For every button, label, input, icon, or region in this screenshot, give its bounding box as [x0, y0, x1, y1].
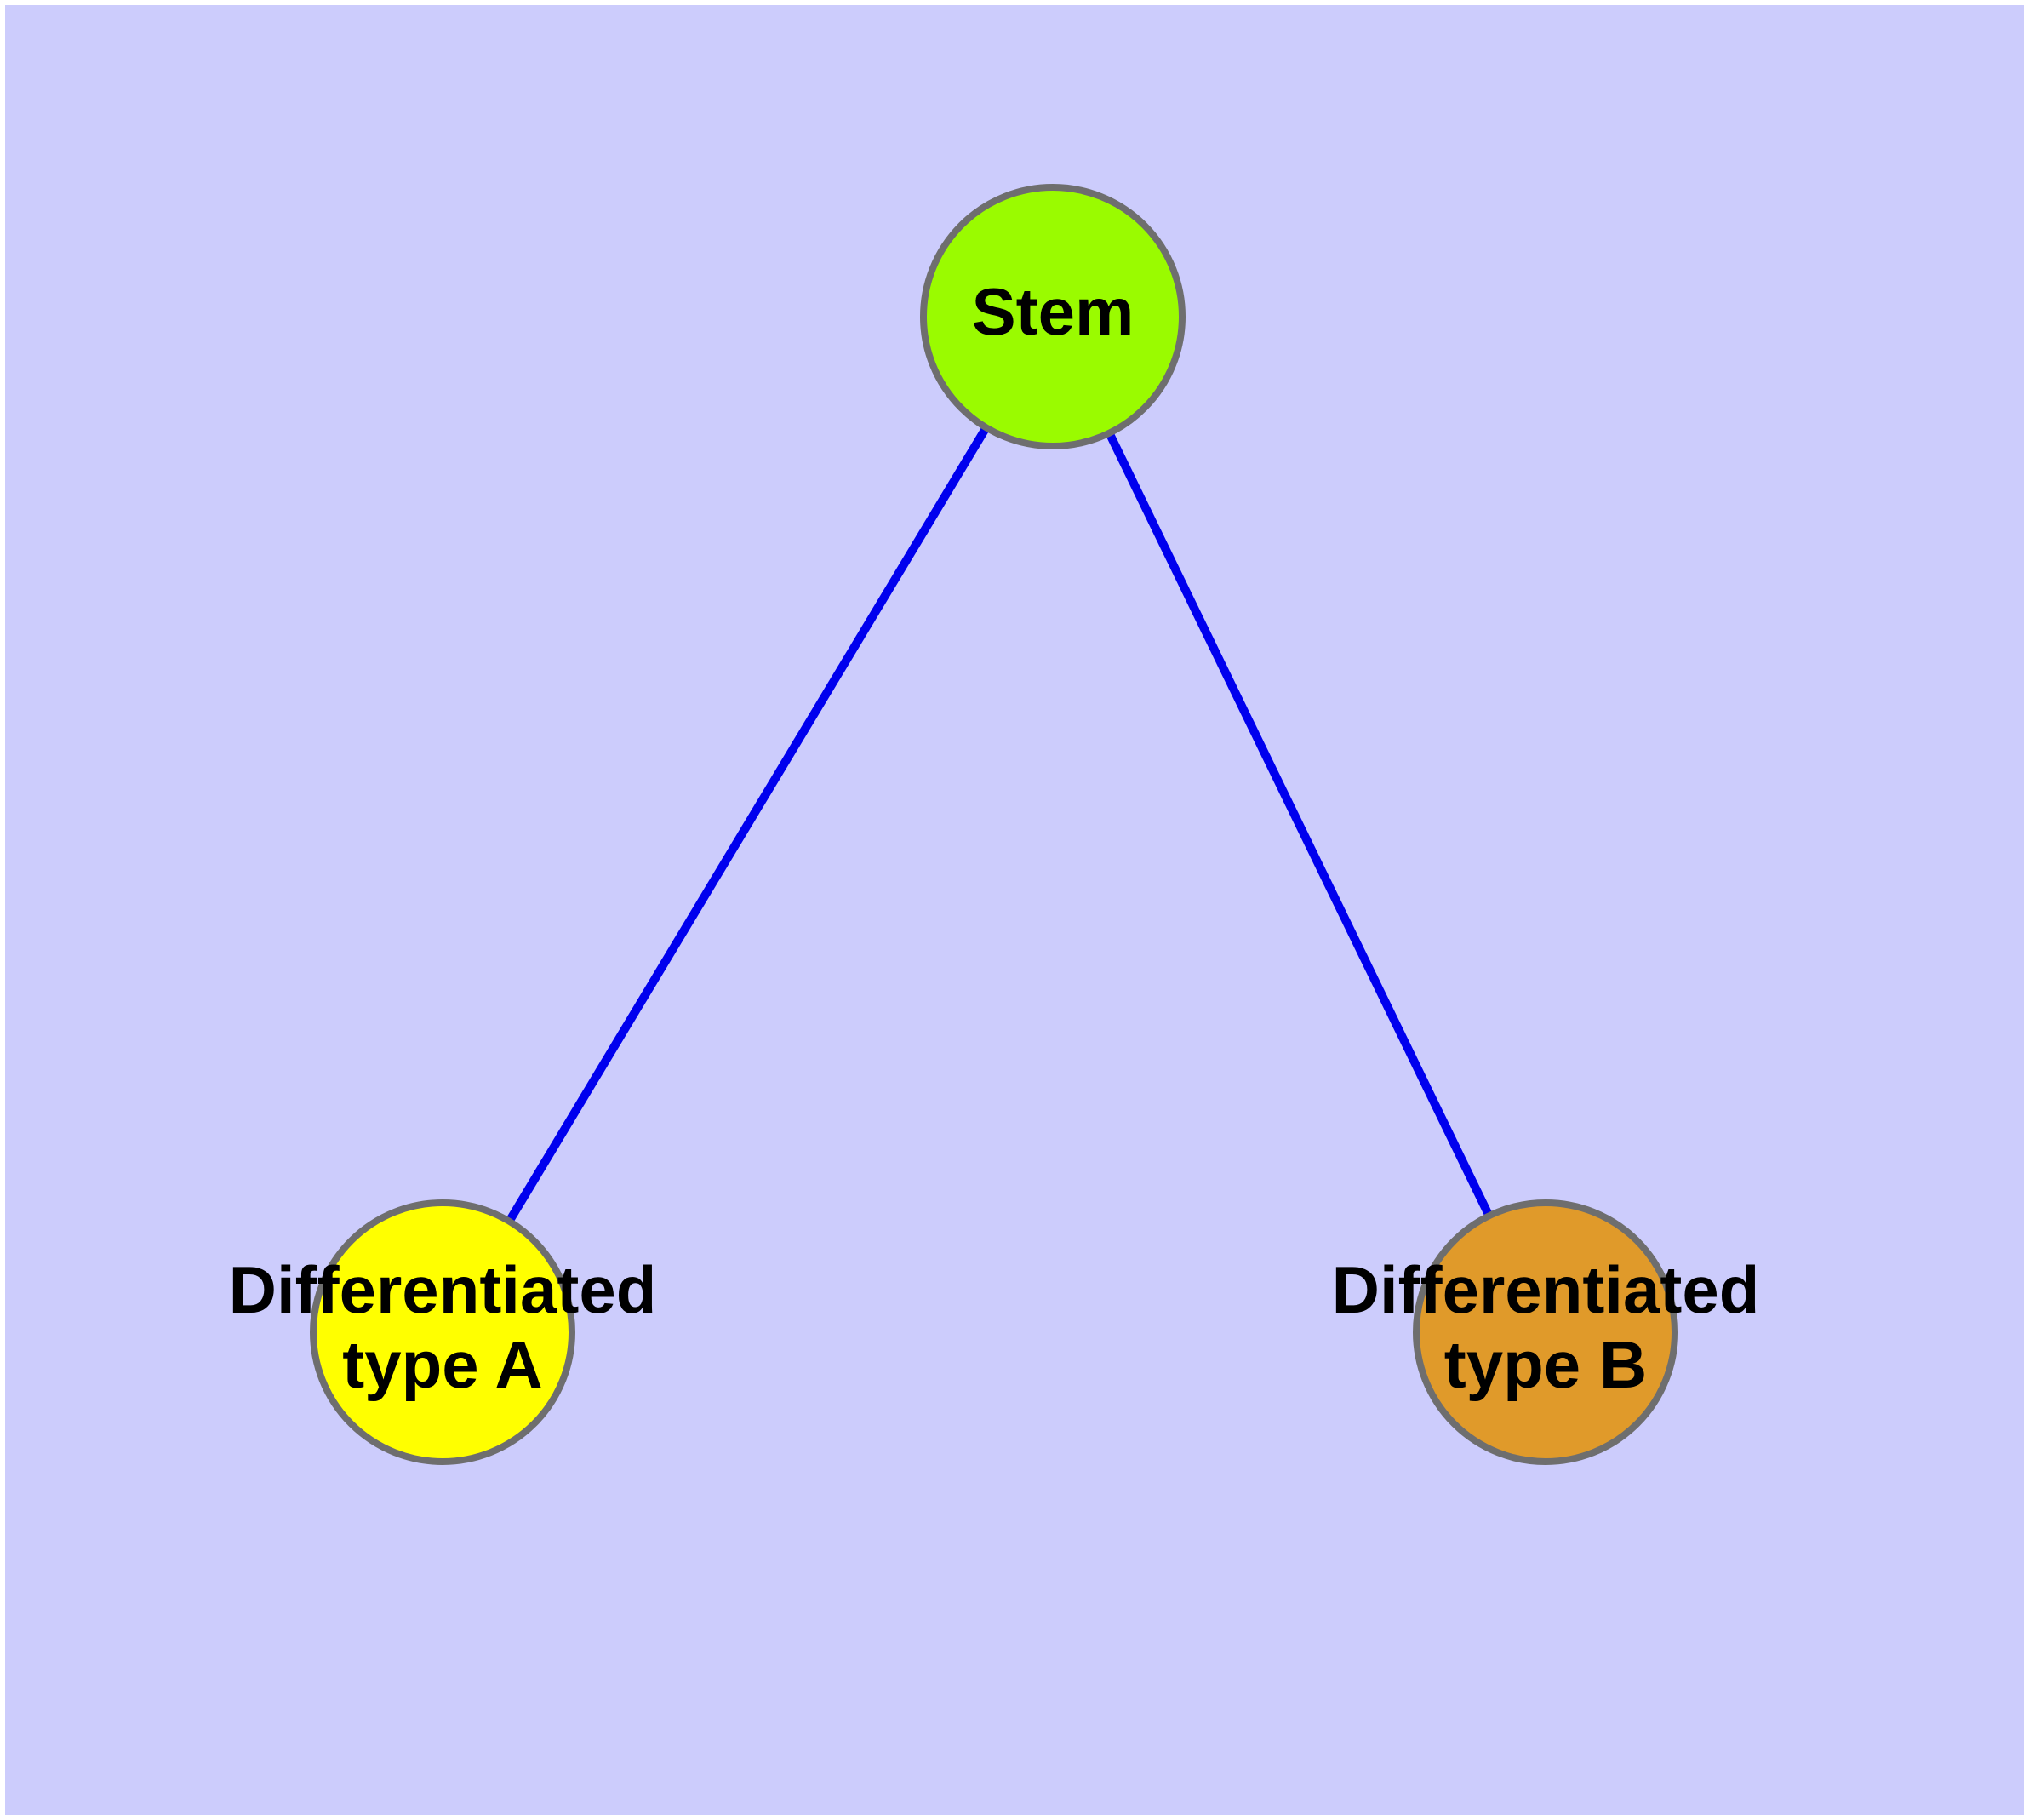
- edge-layer: [506, 425, 1494, 1224]
- edge-stem-to-differentiated-type-b: [1105, 431, 1494, 1218]
- edge-stem-to-differentiated-type-a: [506, 425, 990, 1224]
- node-stem[interactable]: Stem: [920, 184, 1186, 449]
- node-stem-circle[interactable]: [920, 184, 1186, 449]
- node-differentiated-type-b-circle[interactable]: [1413, 1199, 1678, 1465]
- node-differentiated-type-a-circle[interactable]: [310, 1199, 575, 1465]
- node-stem-label: Stem: [972, 274, 1135, 349]
